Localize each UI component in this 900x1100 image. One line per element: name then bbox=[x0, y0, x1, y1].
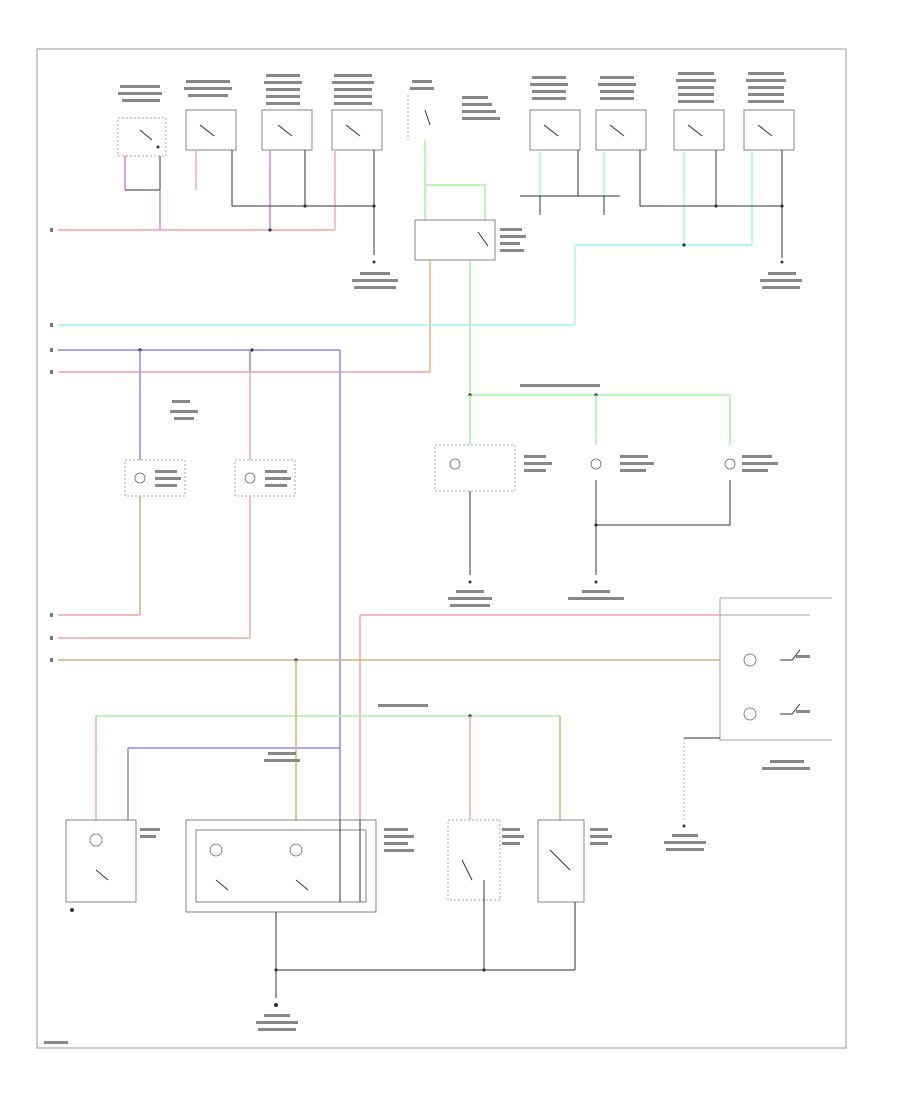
bottom-assemblies bbox=[65, 660, 612, 1031]
diagram-border bbox=[36, 48, 847, 1049]
relay-group bbox=[407, 80, 526, 395]
left-edge-ticks bbox=[50, 228, 53, 662]
footer-code-mark bbox=[44, 1041, 68, 1044]
right-unit bbox=[58, 597, 832, 851]
middle-lamp-group bbox=[434, 384, 778, 607]
left-bus-wires bbox=[58, 324, 575, 820]
top-left-switch-group bbox=[58, 74, 398, 289]
top-right-switch-group bbox=[520, 72, 802, 325]
